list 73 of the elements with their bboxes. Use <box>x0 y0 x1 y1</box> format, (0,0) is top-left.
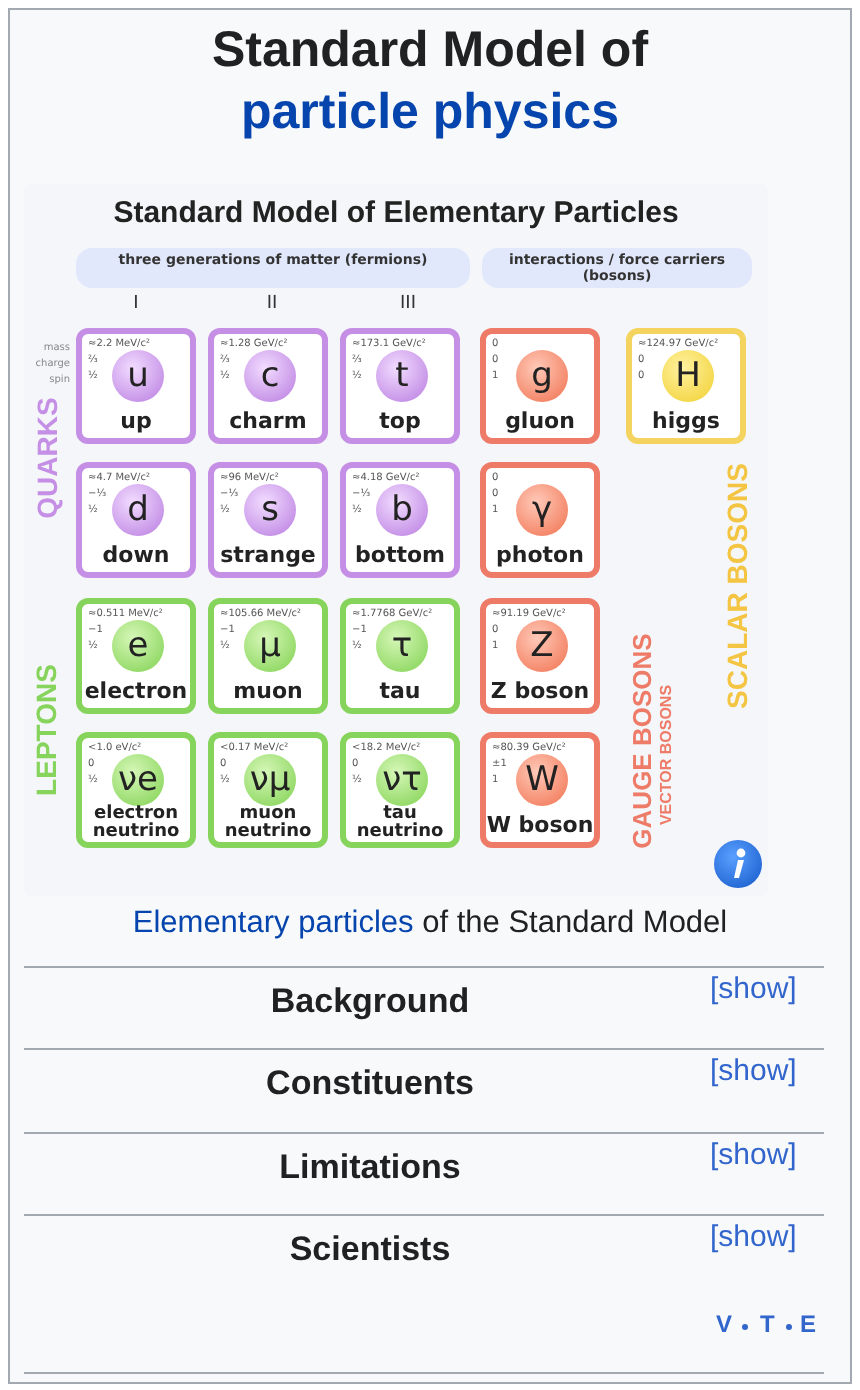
generation-label: III <box>398 294 418 314</box>
symbol-circle: μ <box>244 620 296 672</box>
infobox-title: Standard Model of particle physics <box>209 20 651 144</box>
particle-card <box>340 462 460 578</box>
show-link: [show] <box>710 1054 797 1088</box>
particle-card <box>76 598 196 714</box>
symbol-circle: u <box>112 350 164 402</box>
particle-name: tau neutrino <box>354 806 446 842</box>
particle-card <box>208 328 328 444</box>
symbol-circle: t <box>376 350 428 402</box>
particle-name: W boson <box>486 814 594 836</box>
particle-name: tau <box>377 680 423 702</box>
particle-card <box>626 328 746 444</box>
symbol-circle: H <box>662 350 714 402</box>
particle-name: higgs <box>650 410 722 432</box>
symbol-circle: g <box>516 350 568 402</box>
symbol-circle: d <box>112 484 164 536</box>
caption: Elementary particles of the Standard Model <box>130 906 730 942</box>
section-heading: Scientists <box>287 1230 453 1270</box>
symbol-circle: c <box>244 350 296 402</box>
particle-name: strange <box>218 544 318 566</box>
particle-name: down <box>100 544 172 566</box>
chart-title: Standard Model of Elementary Particles <box>111 196 681 230</box>
particle-name: electron neutrino <box>90 806 182 842</box>
particle-card <box>208 598 328 714</box>
particle-name: top <box>377 410 423 432</box>
particle-card <box>340 598 460 714</box>
section-heading: Constituents <box>264 1064 476 1104</box>
particle-name: electron <box>82 680 190 702</box>
particle-card <box>340 732 460 848</box>
particle-card <box>76 732 196 848</box>
section-heading: Limitations <box>277 1148 463 1188</box>
generation-label: I <box>131 294 141 314</box>
group-label: QUARKS <box>29 397 62 519</box>
show-link: [show] <box>710 1138 797 1172</box>
particle-card <box>76 462 196 578</box>
particle-card <box>76 328 196 444</box>
group-label: SCALAR BOSONS <box>719 463 752 709</box>
symbol-circle: τ <box>376 620 428 672</box>
section-heading: Background <box>268 982 472 1022</box>
nav-link: T <box>760 1310 775 1338</box>
particle-card <box>480 328 600 444</box>
particle-name: up <box>118 410 154 432</box>
symbol-circle: b <box>376 484 428 536</box>
particle-name: photon <box>494 544 586 566</box>
particle-card <box>208 732 328 848</box>
particle-card <box>480 462 600 578</box>
group-label: GAUGE BOSONS <box>626 632 657 848</box>
group-label: VECTOR BOSONS <box>657 683 676 825</box>
symbol-circle: W <box>516 754 568 806</box>
show-link: [show] <box>710 972 797 1006</box>
particle-name: muon neutrino <box>222 806 314 842</box>
particle-name: charm <box>227 410 309 432</box>
nav-link: V <box>716 1310 733 1338</box>
particle-card <box>480 598 600 714</box>
symbol-circle: ντ <box>376 754 428 806</box>
symbol-circle: νμ <box>244 754 296 806</box>
generation-label: II <box>264 294 280 314</box>
symbol-circle: γ <box>516 484 568 536</box>
group-label: LEPTONS <box>29 664 62 796</box>
symbol-circle: e <box>112 620 164 672</box>
particle-card <box>208 462 328 578</box>
nav-link: E <box>800 1310 817 1338</box>
particle-name: muon <box>231 680 305 702</box>
particle-name: gluon <box>503 410 577 432</box>
particle-card <box>480 732 600 848</box>
symbol-circle: νe <box>112 754 164 806</box>
particle-name: bottom <box>353 544 447 566</box>
particle-name: Z boson <box>488 680 592 702</box>
symbol-circle: s <box>244 484 296 536</box>
particle-card <box>340 328 460 444</box>
show-link: [show] <box>710 1220 797 1254</box>
symbol-circle: Z <box>516 620 568 672</box>
